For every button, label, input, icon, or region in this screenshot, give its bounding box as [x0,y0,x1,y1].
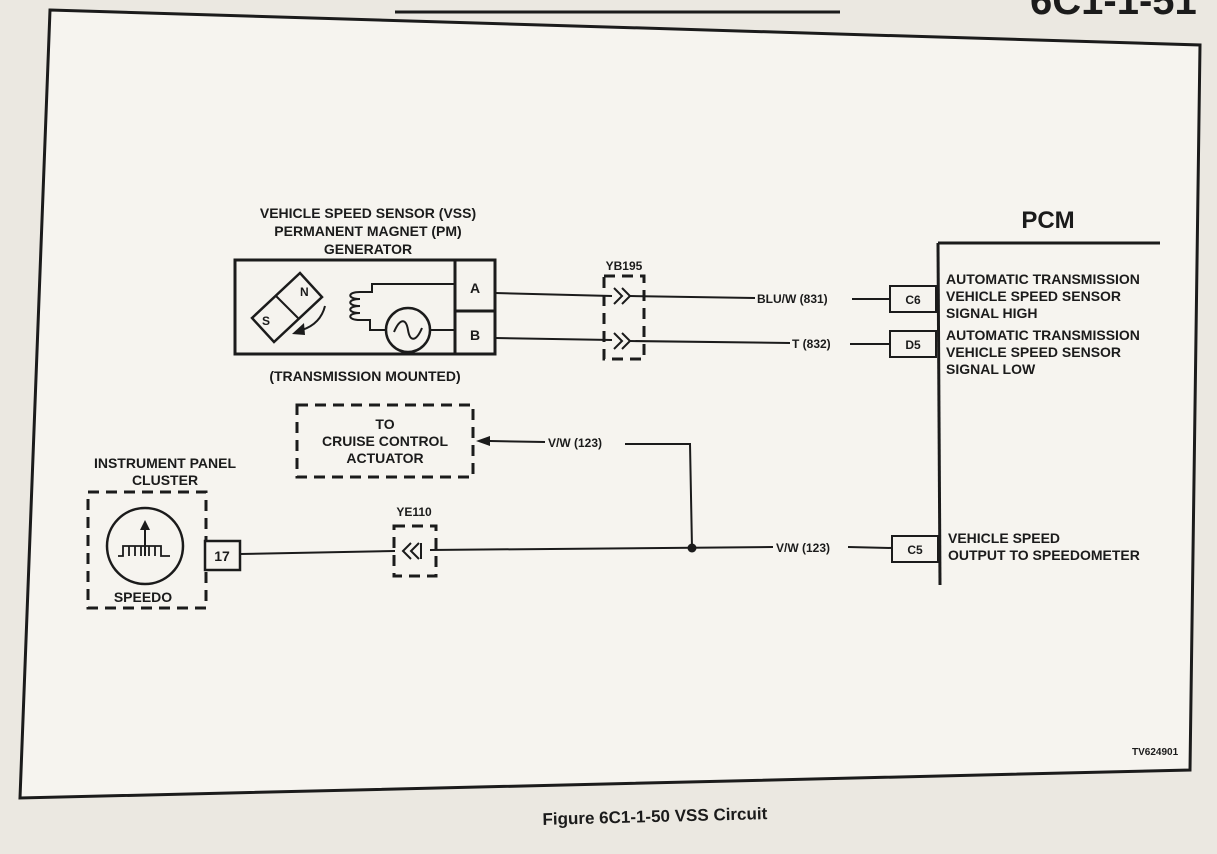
speedometer-scale-icon [118,545,170,557]
pcm-pin-d5 [889,330,937,358]
pcm-pin-c5-desc-2: OUTPUT TO SPEEDOMETER [948,547,1140,563]
wire-high-segment-2 [629,295,756,299]
vss-pin-a: A [470,280,480,296]
vss-pin-b: B [470,327,480,343]
wire-low-segment-2 [629,340,791,344]
vss-mount-note: (TRANSMISSION MOUNTED) [269,368,460,384]
pcm-pin-c6-desc-2: VEHICLE SPEED SENSOR [946,288,1121,304]
speedo-label: SPEEDO [114,589,172,605]
pcm-pin-d5-desc-3: SIGNAL LOW [946,361,1036,377]
pcm-pin-c6-desc-3: SIGNAL HIGH [946,305,1038,321]
wire-low-segment-1 [494,337,613,341]
rotating-magnet-icon: N S [250,271,326,344]
pcm-pin-d5-label: D5 [905,338,921,352]
connector-ye110-terminal-icon [401,542,420,560]
wire-speed-label: V/W (123) [776,541,830,555]
magnet-pole-s: S [262,314,270,328]
coil-generator-icon [349,283,455,354]
header-code: 6C1-1-51 [1030,0,1197,23]
figure-ref: TV624901 [1132,747,1179,758]
wire-speed-segment-2 [429,546,774,551]
wire-cruise-segment-2 [625,443,693,549]
figure-frame [18,8,1202,800]
vss-title-1: VEHICLE SPEED SENSOR (VSS) [260,205,476,221]
connector-yb195 [602,274,646,361]
vss-title-2: PERMANENT MAGNET (PM) [274,223,461,239]
pcm-pin-c5-desc-1: VEHICLE SPEED [948,530,1060,546]
speedometer-needle-tip-icon [140,520,150,530]
wire-high-label: BLU/W (831) [757,292,828,306]
wire-speed-segment-3 [847,546,893,549]
pcm-pin-c5 [891,535,939,563]
cluster-title-1: INSTRUMENT PANEL [94,455,237,471]
pcm-pin-c6-desc-1: AUTOMATIC TRANSMISSION [946,271,1140,287]
connector-yb195-label: YB195 [606,259,643,273]
magnet-pole-n: N [300,285,309,299]
cruise-control-box [295,403,475,479]
cluster-pin-17-label: 17 [214,548,230,564]
wire-speed-segment-1 [239,550,396,555]
speedometer-icon [105,506,185,586]
cruise-line-1: TO [375,416,394,432]
cruise-line-3: ACTUATOR [346,450,423,466]
pcm-pin-c6-label: C6 [905,293,921,307]
connector-ye110-label: YE110 [396,505,432,519]
pcm-pin-c5-label: C5 [907,543,923,557]
wire-low-label: T (832) [792,337,831,351]
pcm-left-border [936,242,942,586]
connector-yb195-terminal-b-icon [613,332,632,350]
pcm-title: PCM [1021,207,1074,234]
wire-cruise-segment-1 [489,440,546,443]
cruise-line-2: CRUISE CONTROL [322,433,448,449]
pcm-pin-d5-desc-1: AUTOMATIC TRANSMISSION [946,327,1140,343]
connector-yb195-terminal-a-icon [613,287,632,305]
cruise-arrow-icon [476,436,490,446]
vss-title-3: GENERATOR [324,241,412,257]
wire-high-segment-1 [494,292,613,297]
cluster-title-2: CLUSTER [132,472,198,488]
pcm-pin-d5-desc-2: VEHICLE SPEED SENSOR [946,344,1121,360]
connector-ye110 [392,524,438,578]
figure-caption: Figure 6C1-1-50 VSS Circuit [542,804,768,829]
instrument-cluster-box [86,490,208,610]
cluster-pin-17 [203,539,242,572]
wire-cruise-label: V/W (123) [548,436,602,450]
